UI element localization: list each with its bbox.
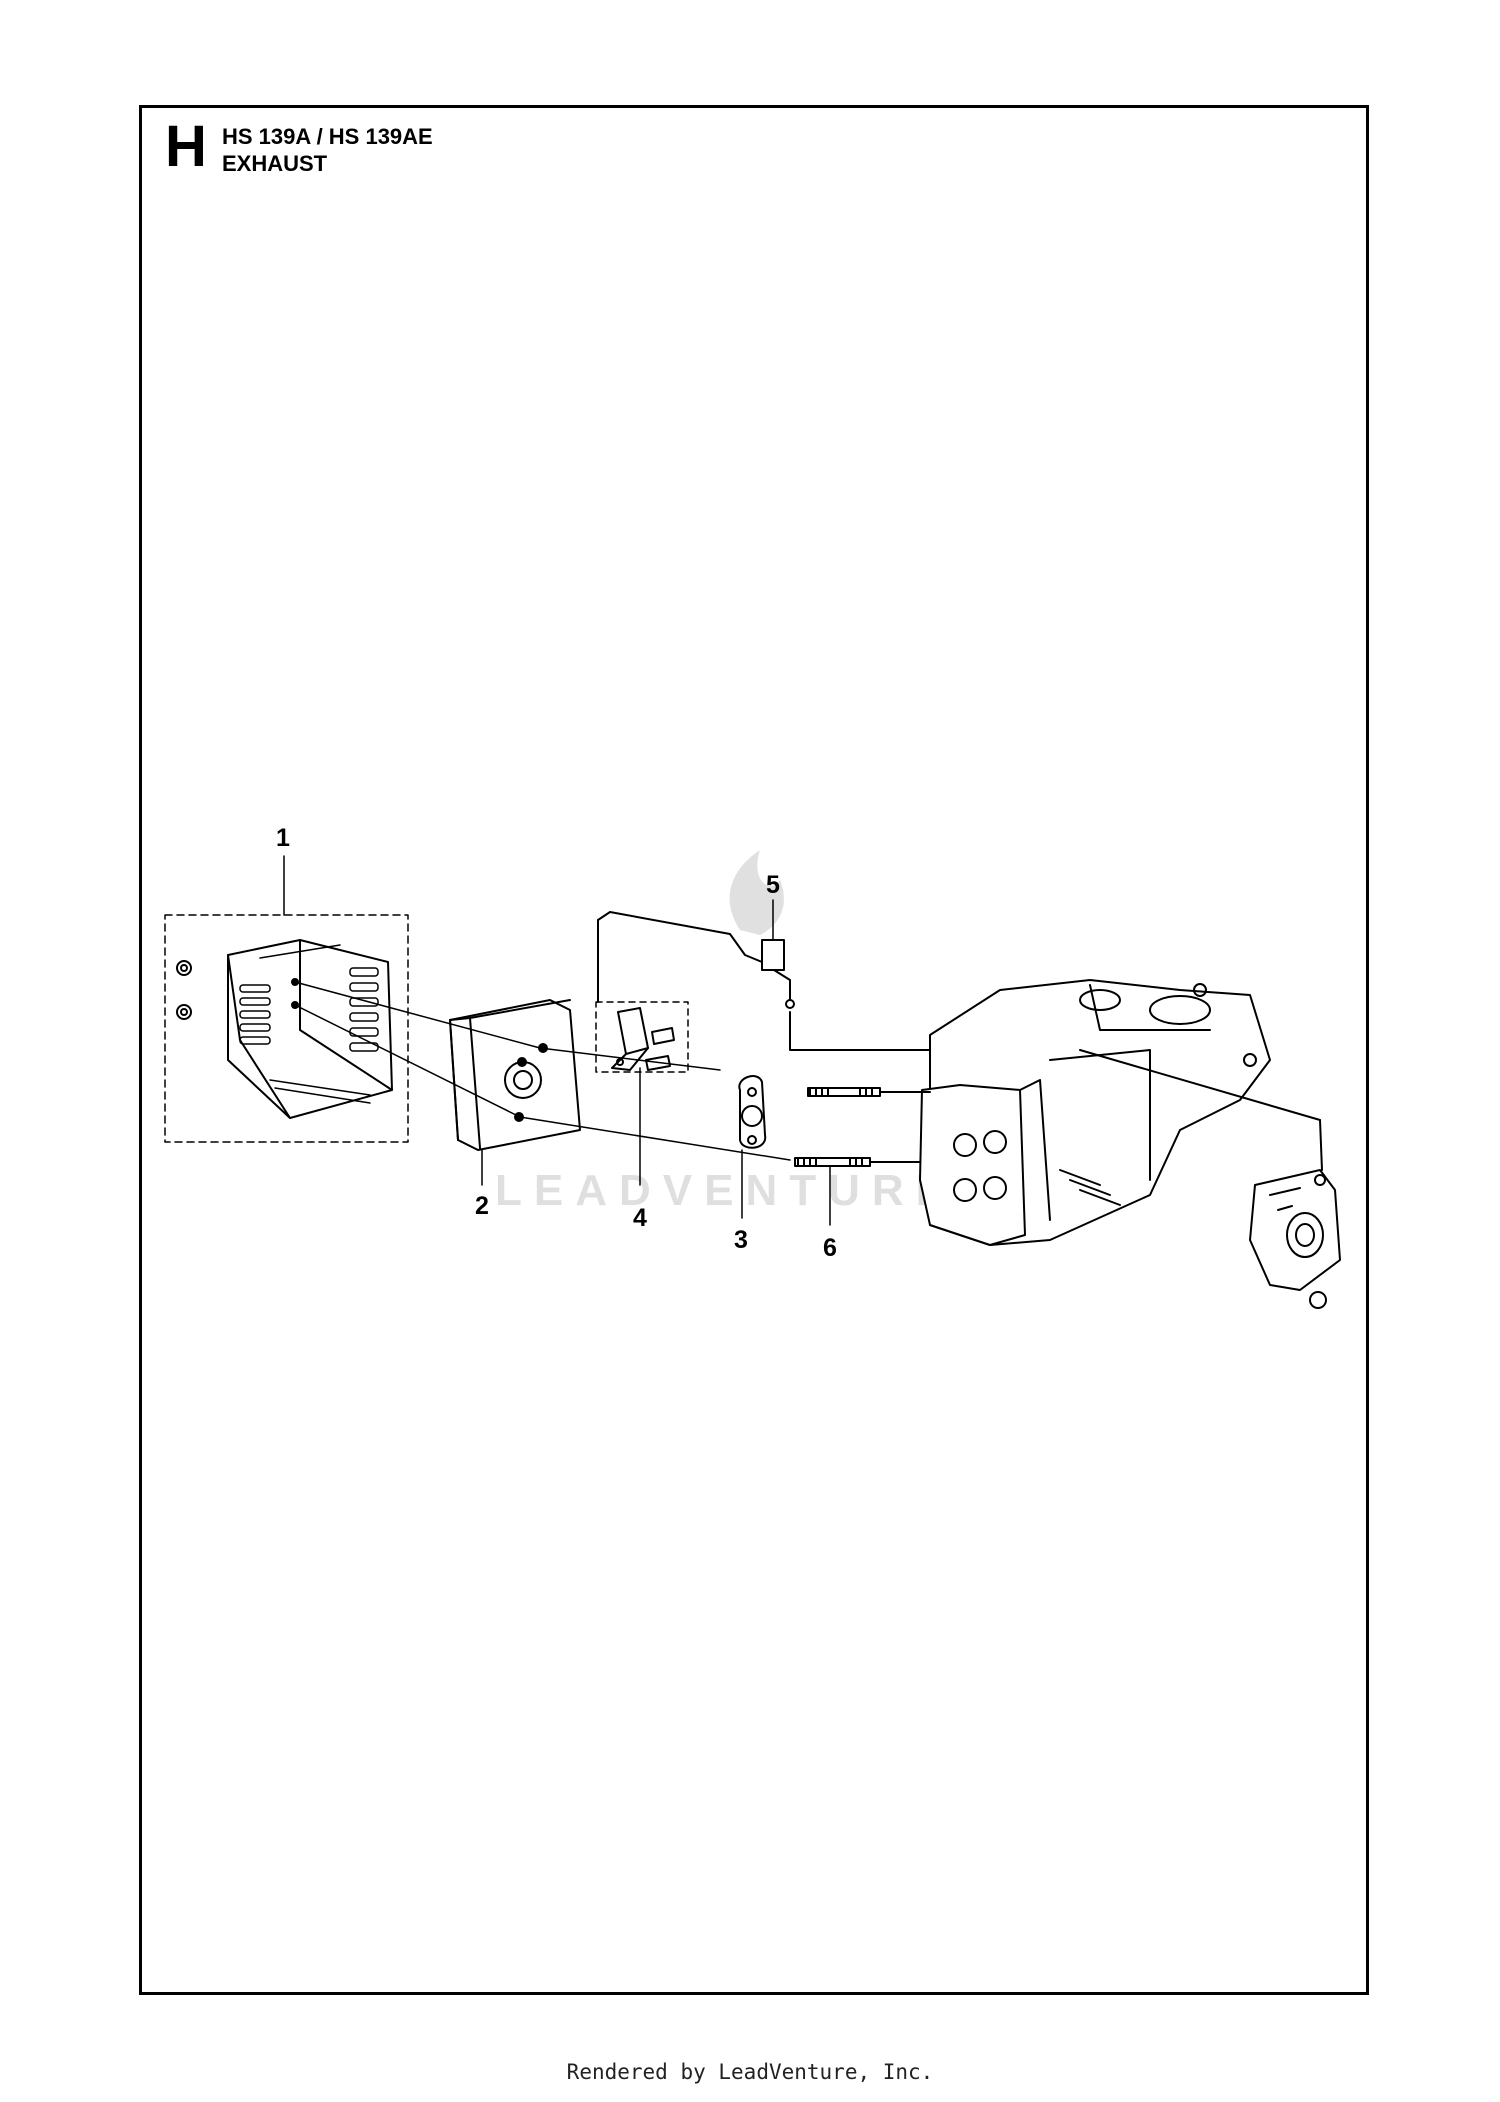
- muffler-guard-icon: [164, 914, 409, 1143]
- callout-3: 3: [734, 1226, 748, 1254]
- bracket-icon: [595, 1001, 689, 1073]
- callout-1: 1: [276, 824, 290, 852]
- diagram-frame: [139, 105, 1369, 1995]
- callouts: 1 2 3 4 5 6: [276, 824, 837, 1262]
- callout-2: 2: [475, 1192, 489, 1220]
- muffler-icon: [449, 999, 581, 1151]
- footer-credit: Rendered by LeadVenture, Inc.: [566, 2060, 934, 2084]
- watermark: LEADVENTURE: [495, 850, 957, 1215]
- gasket-icon: [738, 1075, 767, 1149]
- callout-6: 6: [823, 1234, 837, 1262]
- engine-block-icon: [869, 979, 1321, 1246]
- callout-4: 4: [633, 1204, 647, 1232]
- callout-5: 5: [766, 871, 780, 899]
- carburetor-icon: [1249, 1119, 1341, 1309]
- section-letter: H: [165, 114, 207, 179]
- watermark-text: LEADVENTURE: [495, 1166, 957, 1215]
- diagram-title: EXHAUST: [222, 151, 328, 176]
- leader-lines: [283, 855, 831, 1226]
- rod-icon: [597, 911, 941, 1051]
- model-title: HS 139A / HS 139AE: [222, 124, 433, 149]
- stud-icon: [794, 1087, 881, 1167]
